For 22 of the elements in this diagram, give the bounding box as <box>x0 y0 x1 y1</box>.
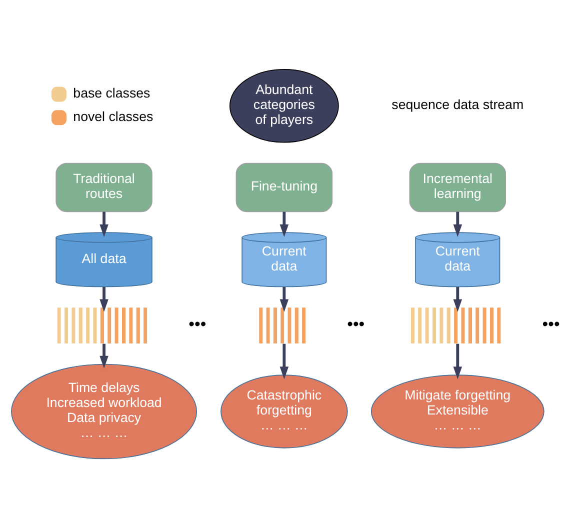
arrow <box>100 343 108 368</box>
node-ellipse: Catastrophic forgetting … … … <box>220 374 348 448</box>
label: ••• <box>347 314 365 334</box>
node-box: Incremental learning <box>409 162 506 212</box>
arrow <box>100 211 108 236</box>
legend-label: base classes <box>73 84 150 100</box>
node-box: Fine-tuning <box>236 162 333 212</box>
arrow <box>453 211 462 236</box>
label: ••• <box>188 314 206 334</box>
arrow <box>280 286 289 312</box>
node-ellipse: Time delays Increased workload Data privacy … … … <box>11 363 198 459</box>
arrow <box>453 343 462 379</box>
arrow <box>280 343 289 379</box>
legend-label: novel classes <box>73 108 154 124</box>
node-ellipse: Abundant categories of players <box>229 68 339 142</box>
arrow <box>453 286 462 312</box>
node-box: Traditional routes <box>56 162 152 212</box>
node-ellipse: Mitigate forgetting Extensible … … … <box>370 374 544 448</box>
arrow <box>280 211 289 236</box>
label: sequence data stream <box>392 96 524 112</box>
arrow <box>100 286 108 312</box>
label: ••• <box>542 314 560 334</box>
